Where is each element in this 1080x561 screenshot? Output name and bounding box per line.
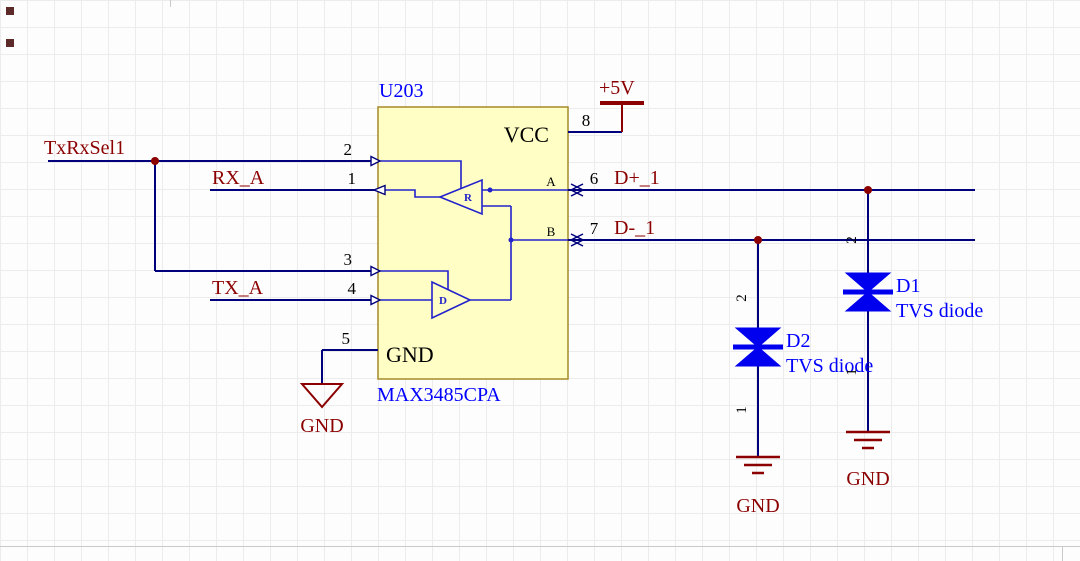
pin2-input-arrow-icon <box>370 155 382 167</box>
ic-vcc-port-label: VCC <box>504 122 549 147</box>
d1-type: TVS diode <box>896 300 983 322</box>
internal-junction-b <box>508 237 514 243</box>
junction-d2 <box>754 236 762 244</box>
pin-number-1: 1 <box>348 169 357 188</box>
junction-d1 <box>864 186 872 194</box>
d2-diode-bottom-icon <box>734 346 782 367</box>
net-label-txrxsel1: TxRxSel1 <box>44 137 125 159</box>
pin6-io-arrow-icon <box>569 183 585 197</box>
receiver-enable-line <box>378 160 462 188</box>
ic-designator: U203 <box>379 80 423 102</box>
ic-port-a-label: A <box>546 174 556 189</box>
gnd-arrow-icon <box>299 383 345 409</box>
ic-internal-dots <box>487 187 514 243</box>
driver-enable-line <box>378 270 449 290</box>
sheet-mark-2 <box>6 39 14 47</box>
net-label-gnd-d1: GND <box>846 468 889 490</box>
ic-internal <box>378 160 568 320</box>
pin-number-2: 2 <box>344 140 353 159</box>
ic-body <box>377 106 569 380</box>
pin-number-6: 6 <box>590 169 599 188</box>
d2-diode-top-icon <box>734 327 782 348</box>
io-markers <box>569 183 585 247</box>
component-labels: U203 MAX3485CPA D1 TVS diode D2 TVS diod… <box>377 80 983 406</box>
pin7-io-arrow-icon <box>569 233 585 247</box>
internal-junction-a <box>487 187 493 193</box>
gnd-earth-icon-d1 <box>846 430 890 450</box>
receiver-output-line <box>378 189 440 198</box>
net-label-d-plus: D+_1 <box>614 167 660 189</box>
d2-designator: D2 <box>786 330 810 352</box>
d1-pin-bottom-number: 1 <box>844 368 860 376</box>
ic-part-number: MAX3485CPA <box>377 384 501 406</box>
receiver-label: R <box>464 192 473 204</box>
pin4-input-arrow-icon <box>370 294 382 306</box>
d1-pin-top-number: 2 <box>844 236 860 244</box>
power-symbols <box>299 101 890 475</box>
d2-pin-top-number: 2 <box>734 294 750 302</box>
pin-number-3: 3 <box>344 250 353 269</box>
d1-diode-bottom-icon <box>844 291 892 312</box>
d2-type: TVS diode <box>786 355 873 377</box>
gnd-earth-icon-d2 <box>736 455 780 475</box>
pin-number-4: 4 <box>348 279 357 298</box>
pin1-output-arrow-icon <box>372 184 386 196</box>
net-label-d-minus: D-_1 <box>614 217 655 239</box>
net-label-gnd-left: GND <box>300 415 343 437</box>
driver-label: D <box>439 295 447 307</box>
net-labels: TxRxSel1 RX_A TX_A +5V D+_1 D-_1 GND GND… <box>44 77 890 517</box>
pin3-input-arrow-icon <box>370 265 382 277</box>
tvs-diodes <box>733 272 893 367</box>
ic-internal-letters: R D <box>439 192 473 307</box>
net-label-tx-a: TX_A <box>212 277 264 299</box>
junction-txrxsel1 <box>151 157 159 165</box>
d2-pin-bottom-number: 1 <box>734 406 750 414</box>
net-label-rx-a: RX_A <box>212 167 265 189</box>
d1-designator: D1 <box>896 275 920 297</box>
receiver-triangle <box>437 178 483 216</box>
junction-dots <box>151 157 872 244</box>
ic-port-b-label: B <box>547 224 556 239</box>
pin-texts: VCC GND A B 2 1 3 4 5 8 6 7 2 1 2 1 <box>342 111 861 414</box>
pin-arrows <box>370 155 386 306</box>
pin-number-5: 5 <box>342 329 351 348</box>
pin-number-8: 8 <box>582 111 591 130</box>
net-label-5v: +5V <box>599 77 635 99</box>
pin-number-7: 7 <box>590 219 599 238</box>
net-label-gnd-d2: GND <box>736 495 779 517</box>
sheet-corner-marks <box>6 7 14 47</box>
d1-diode-top-icon <box>844 272 892 293</box>
main-wires <box>48 131 975 456</box>
ic-gnd-port-label: GND <box>386 342 434 367</box>
sheet-mark-1 <box>6 7 14 15</box>
